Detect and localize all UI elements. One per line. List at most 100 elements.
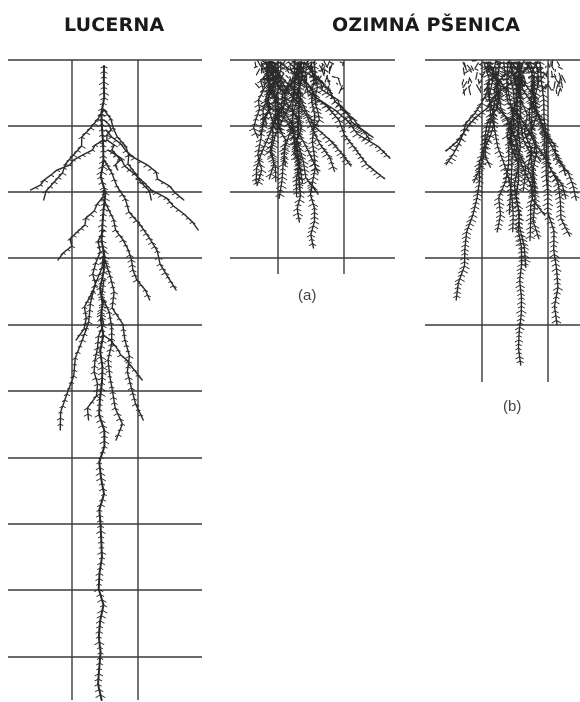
root-strand xyxy=(106,130,184,200)
root-hair xyxy=(472,121,475,123)
root-hair xyxy=(552,316,556,318)
root-hair xyxy=(294,209,298,211)
root-hair xyxy=(361,160,364,162)
root-hair xyxy=(280,136,283,138)
root-hair xyxy=(122,424,124,425)
root-hair xyxy=(90,215,94,217)
root-hair xyxy=(552,320,556,323)
root-hair xyxy=(89,274,92,276)
root-hair xyxy=(558,287,563,290)
root-hair xyxy=(280,194,284,196)
crown-fibre xyxy=(502,79,505,80)
root-hair xyxy=(271,174,276,177)
root-hair xyxy=(473,215,477,217)
root-hair xyxy=(307,155,310,157)
crown-fibre xyxy=(294,75,295,76)
crown-fibre xyxy=(552,90,553,91)
root-hair xyxy=(68,250,70,251)
root-hair xyxy=(118,355,121,357)
root-hair xyxy=(525,150,529,152)
root-strand xyxy=(58,190,104,260)
root-hair xyxy=(362,164,367,167)
root-hair xyxy=(112,408,115,410)
root-hair xyxy=(345,163,348,165)
root-hair xyxy=(126,212,129,214)
root-hair xyxy=(63,253,65,254)
root-hair xyxy=(110,349,114,351)
root-hair xyxy=(359,137,362,139)
root-hair xyxy=(460,279,464,282)
crown-fibre xyxy=(332,76,335,77)
root-hair xyxy=(89,322,92,324)
crown-fibre xyxy=(319,71,321,72)
crown-fibre xyxy=(470,79,472,82)
root-hair xyxy=(130,270,133,272)
root-hair xyxy=(335,120,339,122)
crown-fibre xyxy=(558,89,560,96)
root-hair xyxy=(365,141,369,144)
crown-fibre xyxy=(546,71,547,75)
crown-fibre xyxy=(468,78,469,84)
root-hair xyxy=(500,219,503,221)
root-hair xyxy=(495,151,499,154)
root-hair xyxy=(289,134,293,136)
root-hair xyxy=(456,149,459,151)
root-hair xyxy=(122,166,125,168)
root-hair xyxy=(377,149,381,151)
root-hair xyxy=(82,146,86,148)
root-hair xyxy=(117,419,120,421)
root-hair xyxy=(115,137,118,139)
root-hair xyxy=(261,139,266,142)
root-hair xyxy=(158,195,161,197)
root-hair xyxy=(521,268,525,270)
root-hair xyxy=(337,153,341,156)
root-hair xyxy=(254,100,258,102)
root-hair xyxy=(36,188,39,190)
root-hair xyxy=(521,113,525,115)
root-hair xyxy=(381,152,384,154)
root-hair xyxy=(315,221,319,223)
crown-fibre xyxy=(562,75,566,82)
crown-fibre xyxy=(340,62,342,63)
root-hair xyxy=(308,184,311,186)
root-hair xyxy=(374,144,378,146)
root-hair xyxy=(498,155,501,157)
root-hair xyxy=(250,128,254,130)
root-hair xyxy=(524,187,528,190)
root-hair xyxy=(336,113,339,115)
root-hair xyxy=(95,145,98,147)
crown-fibre xyxy=(257,60,260,66)
crown-fibre xyxy=(552,67,554,70)
root-hair xyxy=(535,160,540,163)
root-hair xyxy=(330,113,333,115)
root-hair xyxy=(282,181,285,183)
crown-fibre xyxy=(475,63,478,68)
root-hair xyxy=(563,232,567,235)
crown-fibre xyxy=(268,87,269,88)
root-hair xyxy=(116,235,120,237)
crown-fibre xyxy=(269,87,272,88)
root-hair xyxy=(141,162,143,163)
root-hair xyxy=(57,170,60,172)
root-hair xyxy=(537,211,541,214)
root-hair xyxy=(303,145,306,147)
root-hair xyxy=(500,194,503,196)
root-hair xyxy=(371,170,374,172)
crown-fibre xyxy=(549,64,550,67)
root-hair xyxy=(258,81,261,83)
root-hair xyxy=(476,179,479,181)
root-hair xyxy=(260,158,262,159)
root-hair xyxy=(351,130,355,132)
crown-fibre xyxy=(464,71,468,73)
crown-fibre xyxy=(337,83,338,84)
root-hair xyxy=(304,117,308,119)
root-hair xyxy=(130,216,133,218)
root-hair xyxy=(157,264,160,266)
root-hair xyxy=(322,93,326,96)
root-hair xyxy=(464,266,469,269)
root-hair xyxy=(125,377,129,379)
root-hair xyxy=(567,177,570,179)
root-hair xyxy=(347,142,350,144)
crown-fibre xyxy=(469,85,471,88)
